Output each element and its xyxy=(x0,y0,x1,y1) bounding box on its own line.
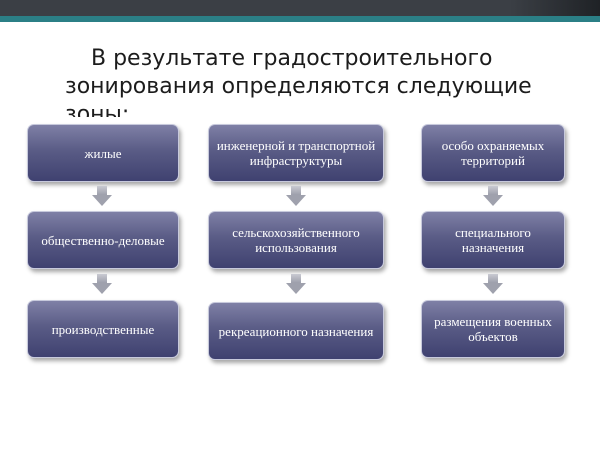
arrow-down-icon xyxy=(483,186,503,206)
zone-box-military: размещения военных объектов xyxy=(421,300,565,358)
zone-box-infrastructure: инженерной и транспортной инфраструктуры xyxy=(208,124,384,182)
zone-box-special-purpose: специального назначения xyxy=(421,211,565,269)
arrow-down-icon xyxy=(286,186,306,206)
zone-box-agricultural: сельскохозяйственного использования xyxy=(208,211,384,269)
arrow-down-icon xyxy=(286,274,306,294)
zone-box-protected: особо охраняемых территорий xyxy=(421,124,565,182)
header-gradient xyxy=(510,0,600,16)
zone-box-residential: жилые xyxy=(27,124,179,182)
zone-box-industrial: производственные xyxy=(27,300,179,358)
arrow-down-icon xyxy=(92,186,112,206)
slide-header-bar xyxy=(0,0,600,22)
slide-title: В результате градостроительного зонирова… xyxy=(40,45,585,117)
zone-box-public-business: общественно-деловые xyxy=(27,211,179,269)
arrow-down-icon xyxy=(483,274,503,294)
zone-box-recreational: рекреационного назначения xyxy=(208,302,384,360)
header-dark-band xyxy=(0,0,600,16)
title-line-2: зонирования определяются следующие зоны: xyxy=(65,74,532,117)
arrow-down-icon xyxy=(92,274,112,294)
header-teal-stripe xyxy=(0,16,600,22)
title-line-1: В результате градостроительного xyxy=(91,46,493,71)
